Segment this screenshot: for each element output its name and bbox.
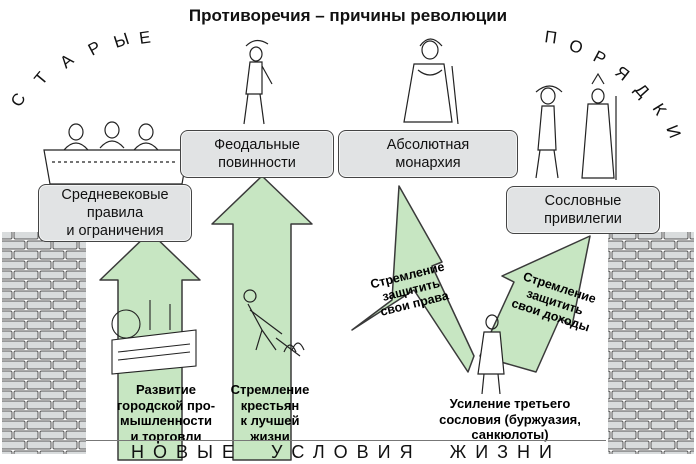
arc-letter: К bbox=[649, 100, 670, 119]
arrow-diagonal-3 bbox=[351, 185, 475, 373]
arc-top-letters: С Т А Р Ы Е П О Р Я Д К И bbox=[7, 27, 684, 141]
arc-letter: И bbox=[662, 122, 684, 140]
bourgeois-figure-illustration bbox=[477, 314, 505, 395]
box-absolute-monarchy: Абсолютная монархия bbox=[338, 130, 518, 178]
box-label: Сословные привилегии bbox=[544, 193, 622, 227]
brick-wall-right bbox=[608, 232, 694, 454]
arc-letter: Р bbox=[85, 37, 104, 59]
box-feudal-duties: Феодальные повинности bbox=[180, 130, 334, 178]
arc-letter: С bbox=[7, 90, 30, 110]
brick-wall-left bbox=[2, 232, 86, 454]
arc-letter: Р bbox=[590, 47, 609, 69]
arc-letter: А bbox=[56, 50, 77, 72]
spinning-machine-illustration bbox=[111, 300, 197, 375]
arc-letter: П bbox=[543, 27, 558, 48]
arrow-diagonal-4 bbox=[479, 235, 591, 373]
arc-bottom-text: НОВЫЕ УСЛОВИЯ ЖИЗНИ bbox=[86, 440, 606, 463]
arc-letter: О bbox=[567, 36, 585, 58]
noble-figure-illustration bbox=[243, 39, 273, 125]
box-medieval-rules: Средневековые правила и ограничения bbox=[38, 184, 192, 242]
peasant-figure-illustration bbox=[243, 289, 305, 357]
box-estate-privileges: Сословные привилегии bbox=[506, 186, 660, 234]
arrow-up-2 bbox=[211, 175, 313, 461]
caption-third-estate: Усиление третьего сословия (буржуазия, с… bbox=[439, 396, 581, 442]
arc-letter: Т bbox=[31, 68, 52, 88]
arc-letter: Ы bbox=[111, 29, 131, 52]
clergy-and-noble-illustration bbox=[535, 72, 617, 180]
nobles-at-table-illustration bbox=[43, 121, 189, 185]
box-label: Феодальные повинности bbox=[214, 137, 300, 171]
arc-letter: Я bbox=[612, 62, 633, 85]
caption-industry-trade: Развитие городской про- мышленности и то… bbox=[116, 382, 216, 444]
caption-peasants: Стремление крестьян к лучшей жизни bbox=[230, 382, 310, 444]
diagram-title: Противоречия – причины революции bbox=[188, 6, 508, 25]
arc-letter: Е bbox=[138, 28, 152, 48]
box-label: Средневековые правила и ограничения bbox=[61, 187, 169, 239]
king-figure-illustration bbox=[403, 38, 459, 125]
box-label: Абсолютная монархия bbox=[386, 137, 470, 171]
arc-letter: Д bbox=[631, 80, 653, 102]
